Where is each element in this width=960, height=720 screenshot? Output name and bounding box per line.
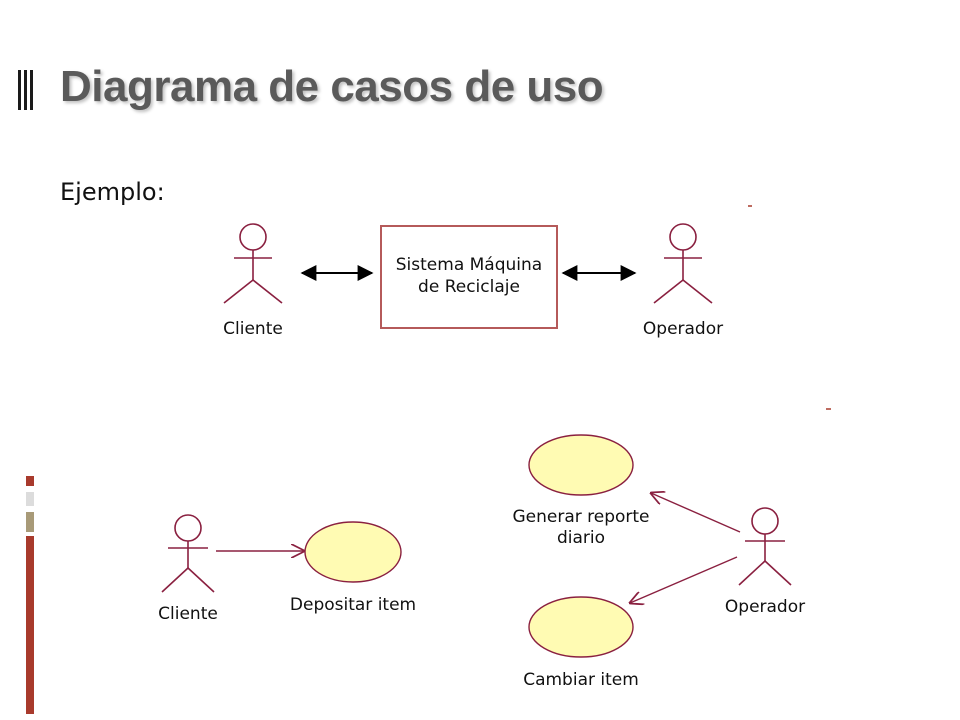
side-accent-stripes xyxy=(26,476,36,714)
usecase-generar-reporte xyxy=(528,434,634,496)
actor-label-cliente-bottom: Cliente xyxy=(158,604,218,624)
usecase-depositar-item xyxy=(304,521,402,583)
system-label-line2: de Reciclaje xyxy=(418,277,520,297)
slide-title: Diagrama de casos de uso xyxy=(60,62,604,111)
usecase-cambiar-item xyxy=(528,596,634,658)
actor-label-operador-top: Operador xyxy=(643,319,723,339)
association-operador-cambiar xyxy=(630,556,738,603)
usecase-label-depositar: Depositar item xyxy=(290,595,416,615)
slide-subtitle: Ejemplo: xyxy=(60,178,165,206)
actor-label-operador-bottom: Operador xyxy=(725,597,805,617)
association-operador-generar xyxy=(651,493,741,533)
actor-cliente-top xyxy=(223,223,283,304)
actor-operador-top xyxy=(653,223,713,304)
system-label-line1: Sistema Máquina xyxy=(396,255,542,275)
usecase-label-generar-line2: diario xyxy=(557,528,605,548)
system-box xyxy=(380,225,558,329)
actor-operador-bottom xyxy=(738,507,792,586)
usecase-label-cambiar: Cambiar item xyxy=(523,670,639,690)
actor-label-cliente-top: Cliente xyxy=(223,319,283,339)
actor-cliente-bottom xyxy=(161,514,215,593)
usecase-label-generar-line1: Generar reporte xyxy=(512,507,649,527)
